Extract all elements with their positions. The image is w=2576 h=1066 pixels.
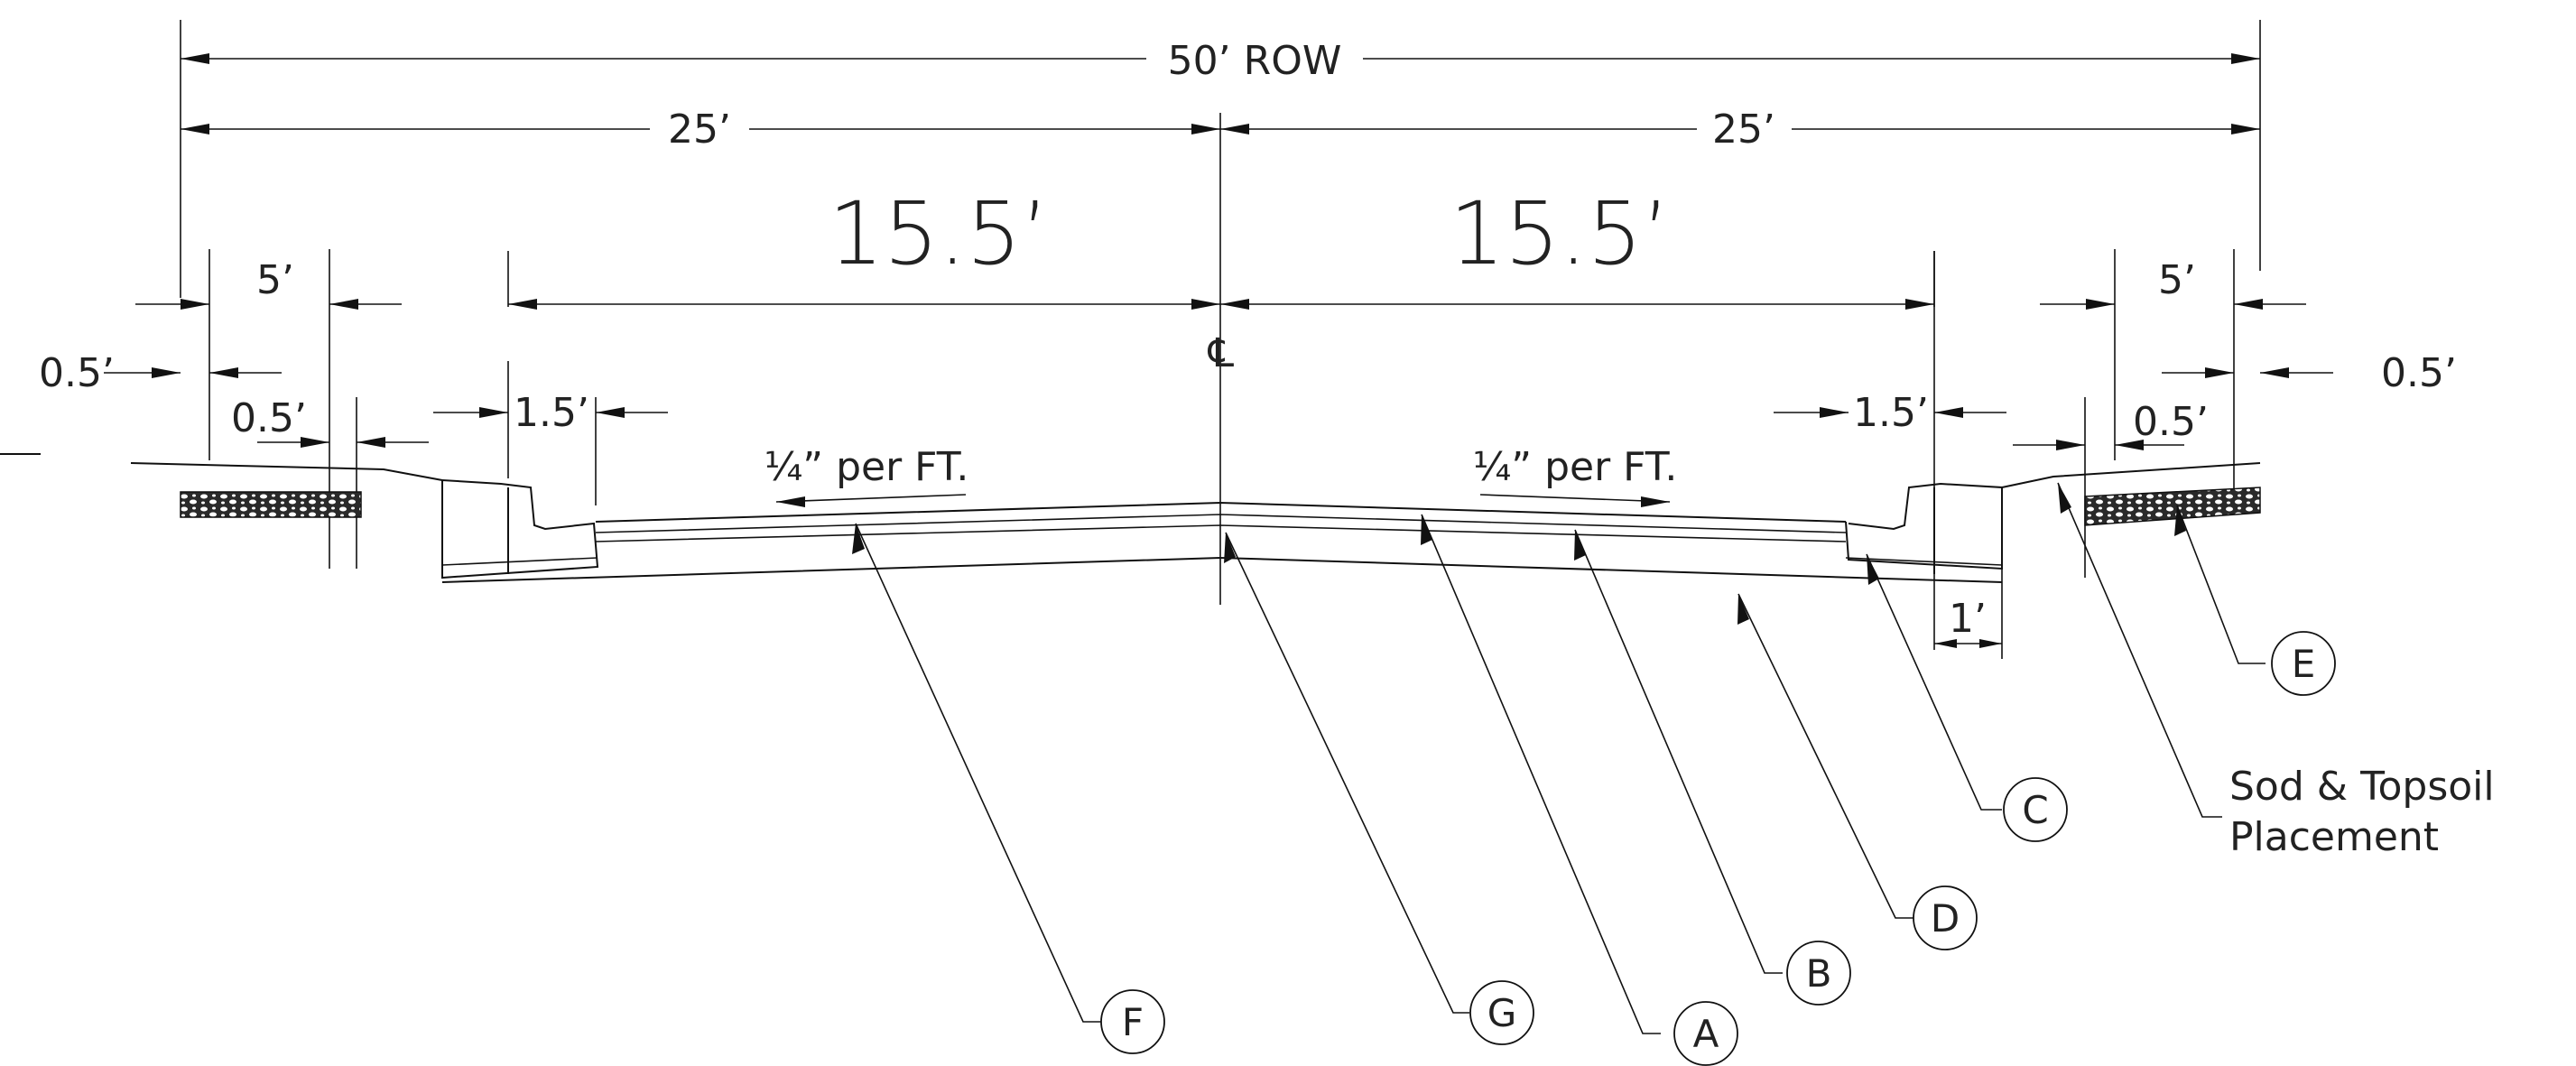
row-dimension-label: 50’ ROW <box>1168 38 1342 84</box>
half-width-right-label: 25’ <box>1712 107 1775 153</box>
callout-bubble-f: F <box>1100 989 1165 1054</box>
slope-right-label: ¼” per FT. <box>1473 444 1678 490</box>
gutter-left-label: 1.5’ <box>514 390 589 436</box>
offset-right-outer-label: 0.5’ <box>2381 350 2457 396</box>
callout-label-d: D <box>1931 896 1960 941</box>
callout-leaders <box>852 482 2266 1034</box>
curb-back-label: 1’ <box>1949 596 1987 642</box>
callout-label-c: C <box>2022 788 2048 832</box>
gutter-right-label: 1.5’ <box>1853 390 1929 436</box>
callout-label-f: F <box>1122 1000 1144 1044</box>
callout-bubble-d: D <box>1913 885 1978 950</box>
callout-bubble-c: C <box>2003 777 2068 842</box>
sod-topsoil-note: Sod & Topsoil Placement <box>2229 764 2495 860</box>
left-ground-line <box>130 462 443 481</box>
right-ground-line <box>2001 462 2261 488</box>
callout-label-g: G <box>1487 991 1517 1035</box>
road-section <box>0 453 2261 583</box>
left-curb <box>441 479 599 579</box>
right-curb <box>1845 482 2003 570</box>
pavement-surface <box>595 501 1847 523</box>
note-line-2: Placement <box>2229 814 2439 860</box>
sidewalk-left-label: 5’ <box>256 257 294 303</box>
callout-bubble-a: A <box>1673 1001 1738 1066</box>
callout-bubble-b: B <box>1786 941 1851 1006</box>
centerline-symbol: ℄ <box>1208 330 1235 376</box>
slope-notes: ¼” per FT. ¼” per FT. <box>764 444 1678 507</box>
pavement-layer-1 <box>595 514 1847 533</box>
half-width-left-label: 25’ <box>668 107 731 153</box>
offset-right-inner-label: 0.5’ <box>2133 399 2209 445</box>
offset-left-inner-label: 0.5’ <box>231 395 307 441</box>
sidewalk-right-label: 5’ <box>2158 257 2196 303</box>
row-dimension: 50’ ROW <box>180 20 2261 298</box>
note-line-1: Sod & Topsoil <box>2229 764 2495 810</box>
lane-width-right-label: 15.5’ <box>1450 183 1670 284</box>
right-side-dimensions: 5’ 0.5’ 0.5’ 1.5’ 1’ <box>1774 249 2457 659</box>
callout-bubble-e: E <box>2271 631 2336 696</box>
pavement-layer-2 <box>595 524 1847 542</box>
callout-label-e: E <box>2292 642 2316 686</box>
lane-width-dimensions: 15.5’ 15.5’ ℄ <box>507 183 1935 376</box>
slope-left-label: ¼” per FT. <box>764 444 969 490</box>
half-width-dimensions: 25’ 25’ <box>181 107 2260 605</box>
callout-label-b: B <box>1806 951 1832 996</box>
right-sidewalk-gravel <box>2084 487 2261 526</box>
lane-width-left-label: 15.5’ <box>829 183 1049 284</box>
left-side-dimensions: 5’ 0.5’ 0.5’ 1.5’ <box>39 249 668 569</box>
offset-left-outer-label: 0.5’ <box>39 350 115 396</box>
callout-label-a: A <box>1693 1012 1719 1056</box>
pavement-base-bottom <box>441 556 2003 583</box>
left-sidewalk-gravel <box>180 491 362 518</box>
callout-bubble-g: G <box>1469 980 1534 1045</box>
